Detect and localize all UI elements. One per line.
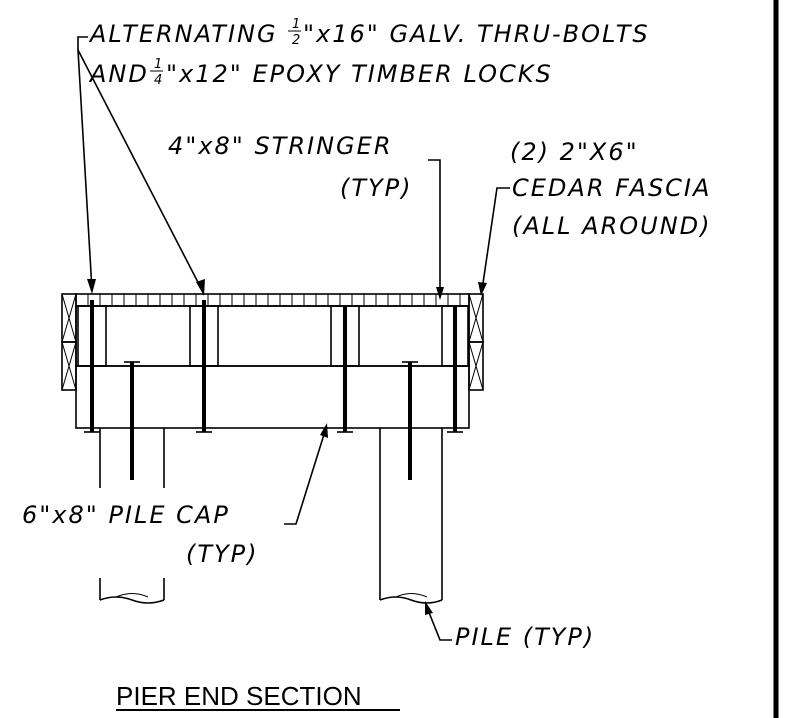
bolts-note-line1-pre: ALTERNATING [88, 20, 278, 48]
fascia-leader [481, 187, 510, 291]
fascia-note-line3: (ALL AROUND) [512, 212, 712, 240]
pilecap-note-line2: (TYP) [186, 540, 259, 568]
stringer-zone [75, 305, 470, 367]
fascia-note-line2: CEDAR FASCIA [512, 174, 711, 202]
bolts-frac2-num: 1 [154, 57, 162, 72]
pile-left [99, 428, 165, 604]
bolts-note-line1-post: "x16" GALV. THRU-BOLTS [303, 20, 650, 48]
pier-structure [61, 293, 484, 604]
leader-lines [77, 36, 510, 641]
pilecap-leader [284, 427, 327, 525]
bolts-note-line2-pre: AND [88, 60, 149, 88]
bolts-leader-2 [77, 49, 204, 293]
pilecap-note-line1: 6"x8" PILE CAP [22, 501, 230, 529]
bolts-frac1-den: 2 [292, 33, 300, 48]
pile-leader [425, 604, 452, 641]
fascia-right [468, 293, 484, 391]
bolts-note: ALTERNATING 1 2 "x16" GALV. THRU-BOLTS A… [88, 17, 650, 88]
bolts-leader-1 [77, 49, 93, 291]
pile-right [379, 428, 443, 604]
thru-bolts [84, 300, 463, 433]
svg-text:ALTERNATING: ALTERNATING [88, 20, 278, 48]
fascia-note-line1: (2) 2"X6" [510, 138, 639, 166]
timber-locks [124, 361, 418, 480]
bolts-frac2-den: 4 [154, 73, 162, 88]
pile-cap [75, 365, 470, 429]
stringer-leader [428, 159, 441, 295]
fascia-left [61, 293, 77, 391]
stringer-note-line2: (TYP) [340, 174, 413, 202]
deck-plank-joints [87, 294, 461, 306]
drawing-title: PIER END SECTION [116, 681, 362, 711]
bolts-frac1-num: 1 [292, 17, 300, 32]
pile-note: PILE (TYP) [455, 623, 595, 651]
deck-planks [75, 293, 470, 307]
stringer-note-line1: 4"x8" STRINGER [168, 132, 393, 160]
bolts-note-line2-post: "x12" EPOXY TIMBER LOCKS [166, 60, 553, 88]
